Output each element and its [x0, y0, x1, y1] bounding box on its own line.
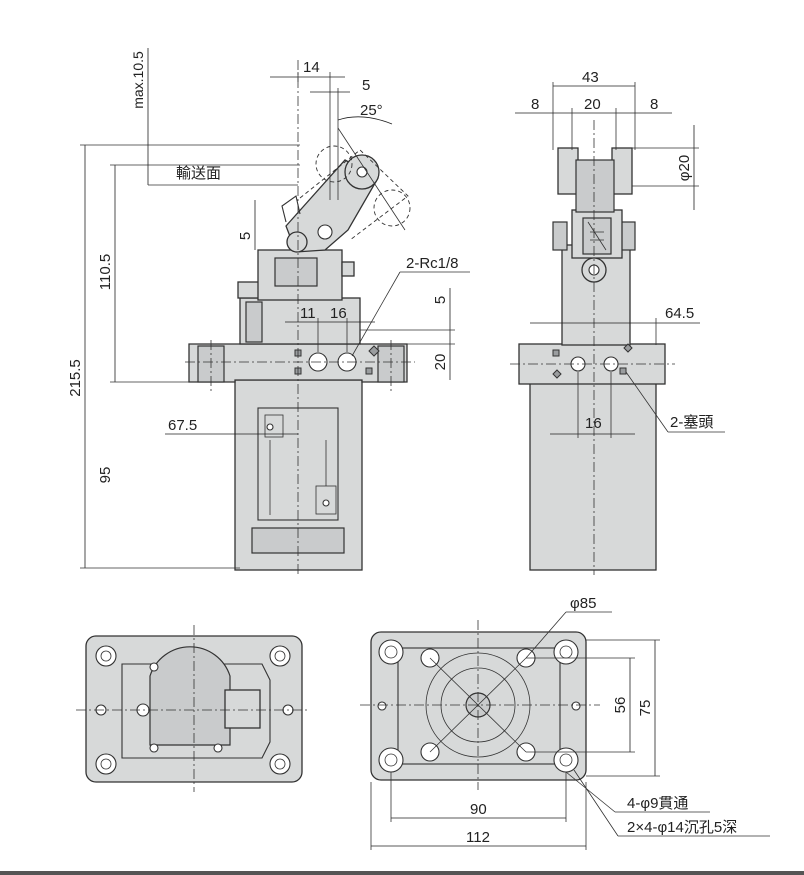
- conveyor-surface-label: 輸送面: [176, 165, 221, 182]
- dim-20-side: 20: [584, 96, 601, 113]
- front-lower-pivot: [286, 231, 308, 253]
- dim-max-10-5: max.10.5: [130, 51, 146, 109]
- top-inner-outline: [121, 663, 271, 759]
- front-lever-pivot: [317, 224, 333, 240]
- dim-75: 75: [637, 700, 654, 717]
- bottom-border: [0, 871, 804, 875]
- bottom-inner-square: [397, 647, 561, 765]
- front-roller-axle: [356, 166, 368, 178]
- side-right-ear: [620, 221, 636, 251]
- bottom-counterbore-2: [553, 639, 579, 665]
- top-small-2: [149, 743, 159, 753]
- angle-25: 25°: [360, 102, 383, 119]
- front-small-screw: [266, 423, 274, 431]
- dim-20-front: 20: [432, 354, 449, 371]
- port-label: 2-Rc1/8: [406, 255, 459, 272]
- through-holes-note: 4-φ9貫通: [627, 795, 688, 812]
- side-lower-body: [529, 379, 657, 571]
- dim-64-5: 64.5: [665, 305, 694, 322]
- dim-110-5: 110.5: [97, 254, 114, 290]
- dim-5-side: 5: [432, 296, 449, 304]
- side-left-ear: [552, 221, 568, 251]
- top-view: [76, 625, 310, 792]
- side-marker-2: [619, 367, 627, 375]
- dim-14: 14: [303, 59, 320, 76]
- front-valve-screw: [322, 499, 330, 507]
- dim-8-right: 8: [650, 96, 658, 113]
- front-roller-ghost-2: [373, 189, 411, 227]
- dim-8-left: 8: [531, 96, 539, 113]
- top-hole-2: [269, 645, 291, 667]
- dim-5-roller: 5: [237, 232, 254, 240]
- top-small-3: [213, 743, 223, 753]
- front-view: 215.5 110.5 95 max.10.5 輸送面 14 5 25° 5 2…: [67, 48, 470, 575]
- side-view: 43 8 20 8 φ20 64.5 16 2-塞頭: [510, 69, 725, 575]
- front-roller-ghost-1: [315, 145, 353, 183]
- dim-56: 56: [612, 697, 629, 714]
- front-marker-3: [365, 367, 373, 375]
- top-hole-4: [269, 753, 291, 775]
- dim-215-5: 215.5: [67, 359, 84, 397]
- front-marker-diamond: [368, 345, 380, 357]
- dim-90: 90: [470, 801, 487, 818]
- dim-16-side: 16: [585, 415, 602, 432]
- dia-85: φ85: [570, 595, 596, 612]
- side-marker-4: [623, 343, 633, 353]
- dim-43: 43: [582, 69, 599, 86]
- dim-67-5: 67.5: [168, 417, 197, 434]
- dim-16: 16: [330, 305, 347, 322]
- top-hole-3: [95, 753, 117, 775]
- counterbore-note: 2×4-φ14沉孔5深: [627, 819, 737, 836]
- dim-5-top: 5: [362, 77, 370, 94]
- bottom-side-hole-right: [571, 701, 581, 711]
- dia-20: φ20: [676, 155, 693, 181]
- top-small-1: [149, 662, 159, 672]
- bottom-view: φ85 56 75 90 112 4-φ9貫通 2×4-φ14沉孔5深: [360, 595, 770, 850]
- front-upper-rib: [245, 301, 263, 343]
- side-marker-1: [552, 349, 560, 357]
- front-housing-window: [274, 257, 318, 287]
- top-roller-block: [224, 689, 261, 729]
- side-left-fork: [557, 147, 579, 195]
- dim-95: 95: [97, 467, 114, 484]
- dim-112: 112: [466, 829, 490, 846]
- dim-11: 11: [300, 305, 316, 322]
- plug-label: 2-塞頭: [670, 413, 713, 431]
- side-marker-3: [552, 369, 562, 379]
- side-roller: [575, 159, 615, 213]
- bottom-counterbore-3: [378, 747, 404, 773]
- bottom-side-hole-left: [377, 701, 387, 711]
- top-hole-1: [95, 645, 117, 667]
- bottom-counterbore-1: [378, 639, 404, 665]
- top-lever-outline: [149, 646, 231, 746]
- side-right-fork: [611, 147, 633, 195]
- front-side-nut: [341, 261, 355, 277]
- front-small-block: [264, 414, 284, 438]
